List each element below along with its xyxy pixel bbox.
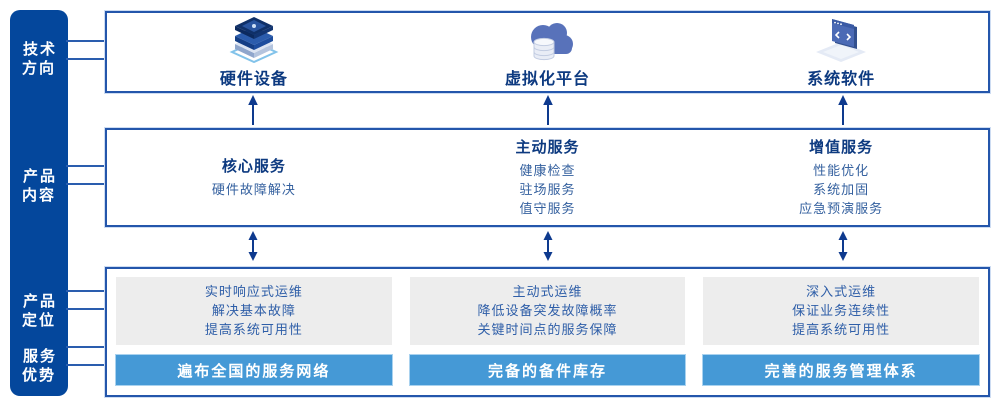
service-column-value-added: 增值服务 性能优化 系统加固 应急预演服务 <box>694 130 988 225</box>
up-arrow-icon <box>248 95 258 125</box>
advantage-bar: 遍布全国的服务网络 <box>116 355 392 385</box>
rail-label-line: 产品 <box>22 167 57 185</box>
positioning-line: 解决基本故障 <box>211 303 296 319</box>
rail-label-line: 技术 <box>22 40 57 58</box>
rail-label-service-advantage: 服务优势 <box>10 347 68 385</box>
service-item: 应急预演服务 <box>799 202 884 217</box>
double-arrow-icon <box>838 231 848 261</box>
rail-label-line: 方向 <box>21 59 56 77</box>
rail-label-product-positioning: 产品定位 <box>10 292 68 330</box>
service-item: 系统加固 <box>813 183 870 198</box>
service-item: 硬件故障解决 <box>211 183 296 198</box>
connector-line <box>66 364 107 366</box>
cloud-database-icon <box>515 15 581 63</box>
tech-item-label: 硬件设备 <box>219 69 288 88</box>
positioning-line: 主动式运维 <box>512 284 583 300</box>
tech-item-virtualization: 虚拟化平台 <box>401 13 695 91</box>
tech-direction-panel: 硬件设备 虚拟化平台 <box>105 11 990 93</box>
rail-label-line: 优势 <box>21 366 56 384</box>
rail-label-line: 产品 <box>22 292 57 310</box>
category-rail: 技术方向 产品内容 产品定位 服务优势 <box>10 10 68 396</box>
service-item: 驻场服务 <box>519 183 576 198</box>
service-item: 健康检查 <box>519 164 576 179</box>
service-column-core: 核心服务 硬件故障解决 <box>107 130 401 225</box>
connector-line <box>66 183 107 185</box>
software-window-icon <box>808 15 874 63</box>
service-column-proactive: 主动服务 健康检查 驻场服务 值守服务 <box>401 130 695 225</box>
positioning-line: 提高系统可用性 <box>792 322 891 338</box>
positioning-column-proactive: 主动式运维 降低设备突发故障概率 关键时间点的服务保障 完备的备件库存 <box>401 269 695 395</box>
tech-item-label: 虚拟化平台 <box>505 69 591 88</box>
positioning-line: 提高系统可用性 <box>204 322 303 338</box>
connector-line <box>66 290 107 292</box>
connector-line <box>66 165 107 167</box>
connector-line <box>66 308 107 310</box>
service-column-title: 主动服务 <box>515 138 580 156</box>
tech-item-hardware: 硬件设备 <box>107 13 401 91</box>
up-arrow-icon <box>543 95 553 125</box>
service-column-title: 增值服务 <box>809 138 874 156</box>
up-arrow-icon <box>838 95 848 125</box>
rail-label-line: 定位 <box>21 311 56 329</box>
double-arrow-icon <box>543 231 553 261</box>
tech-item-label: 系统软件 <box>807 69 876 88</box>
connector-line <box>66 58 107 60</box>
service-column-title: 核心服务 <box>221 157 286 175</box>
product-positioning-panel: 实时响应式运维 解决基本故障 提高系统可用性 遍布全国的服务网络 主动式运维 降… <box>105 267 990 397</box>
positioning-description: 深入式运维 保证业务连续性 提高系统可用性 <box>703 277 980 345</box>
positioning-line: 保证业务连续性 <box>792 303 891 319</box>
advantage-bar: 完备的备件库存 <box>409 355 686 385</box>
tech-item-system-software: 系统软件 <box>694 13 988 91</box>
connector-line <box>66 346 107 348</box>
positioning-description: 主动式运维 降低设备突发故障概率 关键时间点的服务保障 <box>409 277 686 345</box>
positioning-column-realtime: 实时响应式运维 解决基本故障 提高系统可用性 遍布全国的服务网络 <box>107 269 401 395</box>
positioning-line: 深入式运维 <box>806 284 877 300</box>
rail-label-line: 内容 <box>21 186 56 204</box>
server-stack-icon <box>221 15 287 63</box>
connector-line <box>66 40 107 42</box>
positioning-line: 实时响应式运维 <box>204 284 303 300</box>
service-item: 性能优化 <box>813 164 870 179</box>
rail-label-tech-direction: 技术方向 <box>10 40 68 78</box>
rail-label-product-content: 产品内容 <box>10 167 68 205</box>
positioning-line: 关键时间点的服务保障 <box>477 322 618 338</box>
advantage-bar: 完善的服务管理体系 <box>703 355 980 385</box>
double-arrow-icon <box>248 231 258 261</box>
service-item: 值守服务 <box>519 202 576 217</box>
product-content-panel: 核心服务 硬件故障解决 主动服务 健康检查 驻场服务 值守服务 增值服务 性能优… <box>105 128 990 227</box>
positioning-column-deep: 深入式运维 保证业务连续性 提高系统可用性 完善的服务管理体系 <box>694 269 988 395</box>
rail-label-line: 服务 <box>22 347 57 365</box>
positioning-line: 降低设备突发故障概率 <box>477 303 618 319</box>
positioning-description: 实时响应式运维 解决基本故障 提高系统可用性 <box>116 277 392 345</box>
